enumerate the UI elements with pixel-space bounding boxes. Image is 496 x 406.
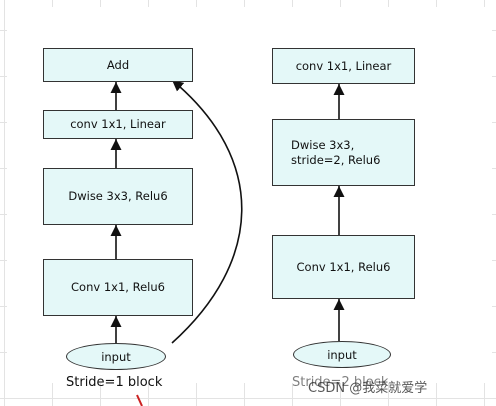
input-node: input <box>66 343 166 370</box>
conv-linear-label-right: conv 1x1, Linear <box>295 58 392 73</box>
input-label-right: input <box>327 347 357 362</box>
add-node: Add <box>43 48 193 82</box>
watermark: CSDN @我菜就爱学 <box>308 381 428 396</box>
dwise-label-right: Dwise 3x3, stride=2, Relu6 <box>291 138 381 167</box>
conv-linear-node-right: conv 1x1, Linear <box>272 48 415 84</box>
dwise-label: Dwise 3x3, Relu6 <box>68 189 168 204</box>
stride2-caption: Stride=2 block <box>292 375 389 390</box>
conv-relu-label-right: Conv 1x1, Relu6 <box>296 259 391 274</box>
add-label: Add <box>106 57 130 72</box>
conv-relu-label: Conv 1x1, Relu6 <box>71 280 165 295</box>
stride1-caption: Stride=1 block <box>66 375 163 390</box>
conv-relu-node: Conv 1x1, Relu6 <box>43 259 193 316</box>
input-node-right: input <box>293 341 391 368</box>
annotation-mark <box>136 394 143 406</box>
residual-connection <box>171 79 243 344</box>
dwise-node-right: Dwise 3x3, stride=2, Relu6 <box>272 119 415 186</box>
conv-relu-node-right: Conv 1x1, Relu6 <box>272 235 415 299</box>
conv-linear-label: conv 1x1, Linear <box>70 117 166 132</box>
input-label: input <box>101 349 131 364</box>
dwise-node: Dwise 3x3, Relu6 <box>43 168 193 225</box>
conv-linear-node: conv 1x1, Linear <box>43 110 193 139</box>
